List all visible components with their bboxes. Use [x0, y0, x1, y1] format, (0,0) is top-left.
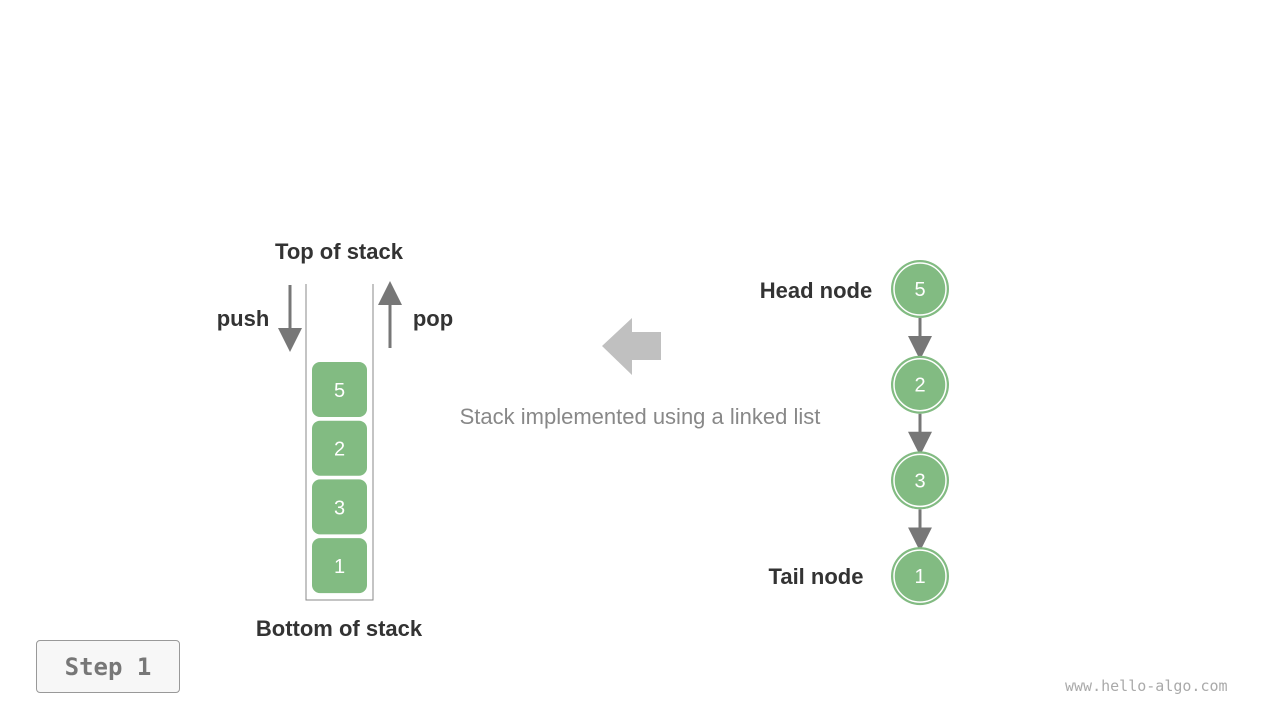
stack-element-value: 1	[334, 556, 345, 578]
push-label: push	[217, 306, 270, 331]
list-node-value: 2	[914, 375, 925, 397]
bottom-of-stack-label: Bottom of stack	[256, 616, 423, 641]
watermark: www.hello-algo.com	[1065, 677, 1228, 695]
list-node: 1	[891, 547, 949, 606]
list-node-value: 3	[914, 470, 925, 492]
list-node: 3	[891, 451, 949, 510]
pop-label: pop	[413, 306, 453, 331]
caption: Stack implemented using a linked list	[460, 404, 821, 429]
list-node: 5	[891, 260, 949, 318]
stack-element: 1	[312, 538, 367, 594]
stack-element: 2	[312, 420, 367, 476]
stack-element: 3	[312, 479, 367, 535]
step-button[interactable]: Step 1	[36, 640, 180, 693]
top-of-stack-label: Top of stack	[275, 239, 404, 264]
list-node-value: 1	[914, 566, 925, 588]
stack-element-value: 2	[334, 439, 345, 461]
list-node-value: 5	[914, 279, 925, 301]
stack-element-value: 3	[334, 497, 345, 519]
list-node: 2	[891, 355, 949, 414]
head-node-label: Head node	[760, 278, 872, 303]
stack-element: 5	[312, 362, 367, 417]
stack-element-value: 5	[334, 380, 345, 402]
tail-node-label: Tail node	[769, 564, 864, 589]
left-arrow-icon	[602, 318, 661, 375]
stack-container	[305, 284, 374, 601]
